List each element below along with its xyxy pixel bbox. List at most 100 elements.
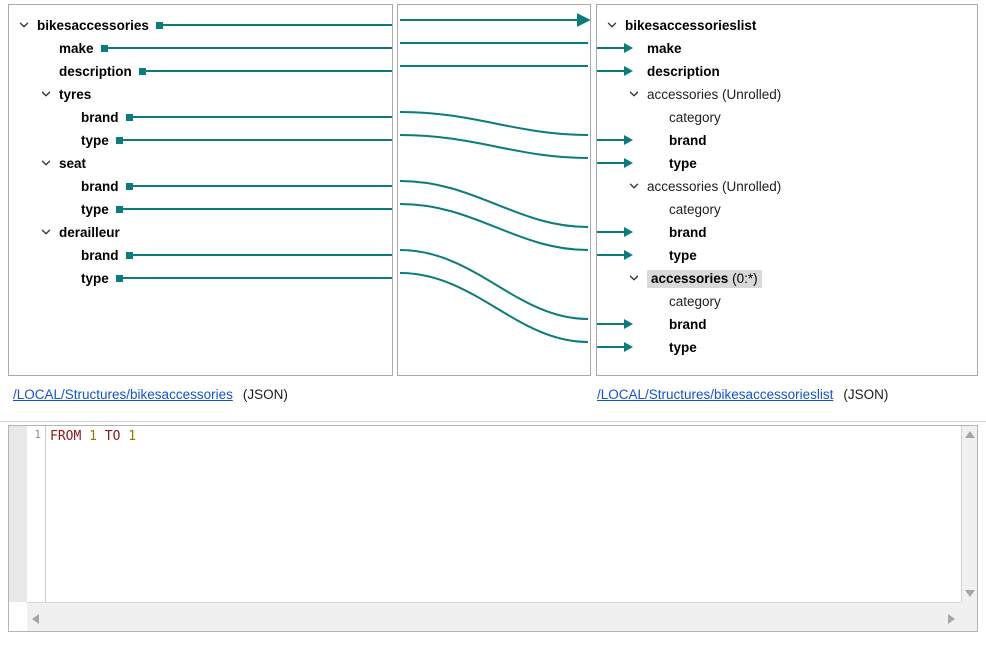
node-name-text: type (81, 271, 109, 286)
mapping-anchor-square[interactable] (116, 137, 123, 144)
source-tree-node-type[interactable]: type (9, 198, 392, 221)
mapping-anchor-square[interactable] (126, 252, 133, 259)
chevron-down-icon[interactable] (627, 273, 641, 283)
scroll-down-icon[interactable] (965, 590, 975, 597)
source-tree-node-description[interactable]: description (9, 60, 392, 83)
mapping-link-curve[interactable] (399, 134, 589, 159)
source-tree-node-seat[interactable]: seat (9, 152, 392, 175)
target-tree-node-category[interactable]: category (597, 198, 977, 221)
mapping-link-curve[interactable] (399, 249, 589, 320)
source-tree-node-brand[interactable]: brand (9, 106, 392, 129)
chevron-down-icon[interactable] (39, 227, 53, 237)
tree-node-label: make (59, 41, 94, 56)
target-tree-node-accessories[interactable]: accessories (Unrolled) (597, 175, 977, 198)
code-token-keyword: FROM (50, 429, 82, 444)
mapping-anchor-square[interactable] (126, 114, 133, 121)
scroll-left-icon[interactable] (32, 614, 39, 624)
mapping-anchor-square[interactable] (139, 68, 146, 75)
mapping-anchor-square[interactable] (101, 45, 108, 52)
node-cardinality-text: (0:*) (728, 270, 758, 286)
tree-node-label: brand (669, 133, 707, 148)
tree-node-label: type (81, 202, 109, 217)
source-tree-node-brand[interactable]: brand (9, 175, 392, 198)
mapping-anchor-square[interactable] (126, 183, 133, 190)
chevron-down-icon[interactable] (17, 20, 31, 30)
tree-node-label: brand (81, 110, 119, 125)
node-name-text: type (669, 248, 697, 263)
incoming-arrow-shaft (597, 346, 625, 348)
source-tree-node-make[interactable]: make (9, 37, 392, 60)
code-token-plain (81, 429, 89, 444)
chevron-down-icon[interactable] (627, 181, 641, 191)
editor-code-area[interactable]: FROM 1 TO 1 (46, 426, 960, 602)
editor-horizontal-scrollbar[interactable] (27, 602, 977, 631)
node-name-text: accessories (651, 270, 729, 286)
mapping-anchor-square[interactable] (116, 275, 123, 282)
target-tree-node-accessories[interactable]: accessories (Unrolled) (597, 83, 977, 106)
source-tree-node-bikesaccessories[interactable]: bikesaccessories (9, 14, 392, 37)
incoming-arrow-icon (624, 158, 633, 168)
scroll-up-icon[interactable] (965, 431, 975, 438)
mapping-link-curve[interactable] (399, 203, 589, 251)
target-tree-node-category[interactable]: category (597, 290, 977, 313)
source-tree-node-type[interactable]: type (9, 267, 392, 290)
node-name-text: bikesaccessorieslist (625, 18, 757, 33)
mapping-link-curve[interactable] (399, 272, 589, 343)
node-name-text: seat (59, 156, 87, 171)
target-tree-node-type[interactable]: type (597, 244, 977, 267)
target-tree-node-brand[interactable]: brand (597, 129, 977, 152)
node-name-text: category (669, 110, 721, 125)
target-tree-node-bikesaccessorieslist[interactable]: bikesaccessorieslist (597, 14, 977, 37)
node-cardinality-text: (Unrolled) (718, 179, 782, 194)
node-name-text: category (669, 202, 721, 217)
incoming-arrow-icon (624, 135, 633, 145)
target-structure-link[interactable]: /LOCAL/Structures/bikesaccessorieslist (597, 387, 834, 402)
mapping-stub-line (133, 116, 392, 118)
source-tree-node-tyres[interactable]: tyres (9, 83, 392, 106)
tree-node-label: type (81, 271, 109, 286)
incoming-arrow-icon (624, 66, 633, 76)
chevron-down-icon[interactable] (627, 89, 641, 99)
mapping-anchor-square[interactable] (116, 206, 123, 213)
node-name-text: category (669, 294, 721, 309)
tree-node-label: brand (669, 317, 707, 332)
target-tree-node-accessories[interactable]: accessories (0:*) (597, 267, 977, 290)
mapping-code-editor[interactable]: 1 FROM 1 TO 1 (8, 425, 978, 632)
code-token-number: 1 (89, 429, 97, 444)
source-structure-link[interactable]: /LOCAL/Structures/bikesaccessories (13, 387, 233, 402)
mapping-link-curve[interactable] (399, 111, 589, 136)
target-tree-node-brand[interactable]: brand (597, 313, 977, 336)
tree-node-label: brand (81, 179, 119, 194)
source-tree-node-brand[interactable]: brand (9, 244, 392, 267)
incoming-arrow-icon (624, 250, 633, 260)
scroll-right-icon[interactable] (948, 614, 955, 624)
target-tree-node-make[interactable]: make (597, 37, 977, 60)
target-tree-node-category[interactable]: category (597, 106, 977, 129)
editor-vertical-scrollbar[interactable] (961, 426, 977, 602)
tree-node-label: tyres (59, 87, 91, 102)
tree-node-label: type (81, 133, 109, 148)
incoming-arrow-shaft (597, 231, 625, 233)
target-tree-node-type[interactable]: type (597, 336, 977, 359)
source-tree-node-derailleur[interactable]: derailleur (9, 221, 392, 244)
mapping-links-panel[interactable] (397, 4, 591, 376)
source-structure-panel[interactable]: bikesaccessories make description tyres bran… (8, 4, 393, 376)
target-tree-node-brand[interactable]: brand (597, 221, 977, 244)
chevron-down-icon[interactable] (39, 158, 53, 168)
mapping-link-curve[interactable] (399, 180, 589, 228)
source-tree-node-type[interactable]: type (9, 129, 392, 152)
mapping-anchor-square[interactable] (156, 22, 163, 29)
node-name-text: make (59, 41, 94, 56)
node-name-text: type (81, 133, 109, 148)
target-tree-node-type[interactable]: type (597, 152, 977, 175)
target-tree-node-description[interactable]: description (597, 60, 977, 83)
node-name-text: brand (81, 248, 119, 263)
source-path-line: /LOCAL/Structures/bikesaccessories(JSON) (13, 387, 288, 402)
chevron-down-icon[interactable] (605, 20, 619, 30)
incoming-arrow-shaft (597, 139, 625, 141)
node-name-text: tyres (59, 87, 92, 102)
editor-fold-margin[interactable] (9, 426, 27, 602)
chevron-down-icon[interactable] (39, 89, 53, 99)
